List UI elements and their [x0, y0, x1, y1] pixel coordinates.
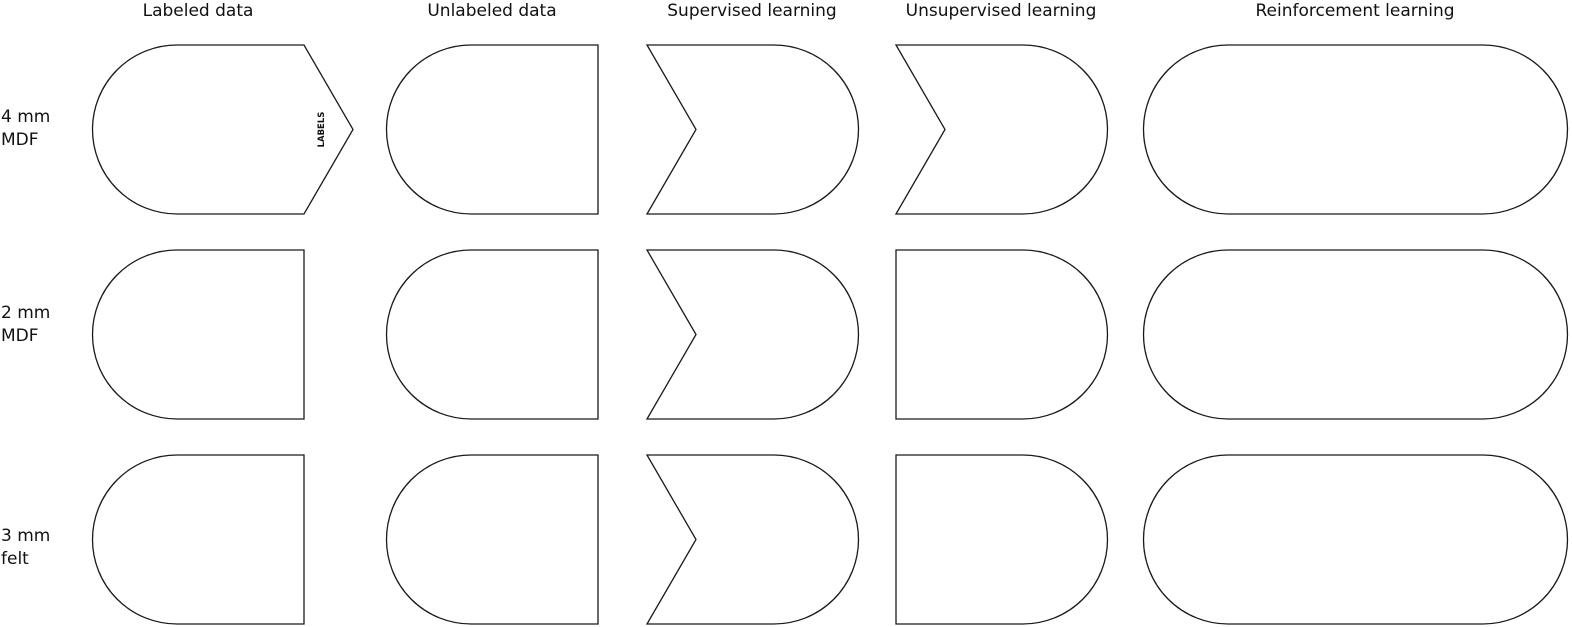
row-label-thickness: 4 mm: [1, 107, 51, 127]
piece-supervised-learning-notched: [645, 454, 860, 625]
piece-labeled-data: [91, 249, 305, 420]
piece-reinforcement-learning: [1142, 44, 1569, 215]
piece-unlabeled-data: [385, 454, 599, 625]
piece-reinforcement-learning: [1142, 454, 1569, 625]
piece-unlabeled-data: [385, 44, 599, 215]
row-label-material: MDF: [1, 326, 39, 346]
piece-reinforcement-learning: [1142, 249, 1569, 420]
labels-tag: LABELS: [317, 112, 327, 148]
piece-unsupervised-learning: [895, 454, 1109, 625]
piece-labeled-data-arrow: [91, 44, 354, 215]
row-label-3mm-felt: 3 mm felt: [1, 525, 50, 571]
piece-unlabeled-data: [385, 249, 599, 420]
column-header-unsupervised-learning: Unsupervised learning: [905, 1, 1097, 21]
row-label-2mm-mdf: 2 mm MDF: [1, 302, 50, 348]
column-header-reinforcement-learning: Reinforcement learning: [1255, 1, 1455, 21]
piece-supervised-learning-notched: [645, 44, 860, 215]
piece-unsupervised-learning-notched: [894, 44, 1109, 215]
column-header-supervised-learning: Supervised learning: [667, 1, 837, 21]
row-label-material: felt: [1, 549, 29, 569]
piece-supervised-learning-notched: [645, 249, 860, 420]
piece-unsupervised-learning: [895, 249, 1109, 420]
row-label-4mm-mdf: 4 mm MDF: [1, 106, 50, 152]
column-header-labeled-data: Labeled data: [142, 1, 254, 21]
column-header-unlabeled-data: Unlabeled data: [427, 1, 557, 21]
row-label-material: MDF: [1, 130, 39, 150]
piece-labeled-data: [91, 454, 305, 625]
row-label-thickness: 2 mm: [1, 303, 51, 323]
row-label-thickness: 3 mm: [1, 526, 51, 546]
